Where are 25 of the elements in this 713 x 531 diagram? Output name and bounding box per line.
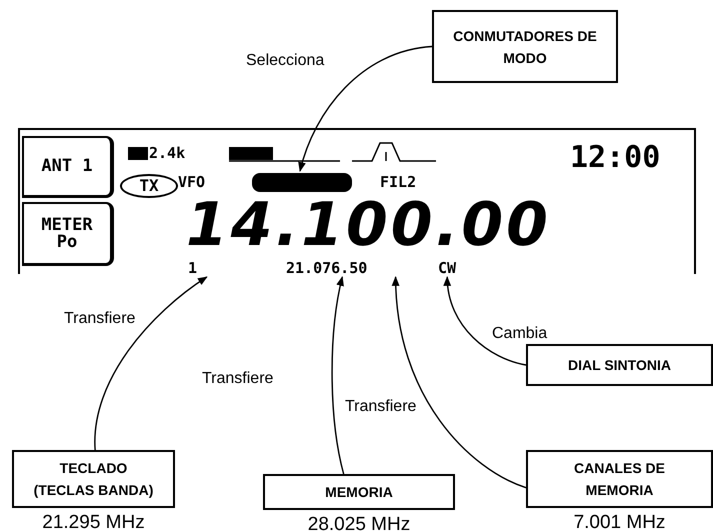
filter-readout: FIL2 [380, 174, 416, 191]
arrow [392, 276, 526, 488]
soft-key: ANT 1 [22, 136, 114, 198]
arrow [444, 276, 526, 366]
frequency-caption: 7.001 MHz [574, 512, 666, 531]
tx-indicator: TX [120, 174, 178, 198]
callout-box: CANALES DE MEMORIA [526, 450, 713, 508]
callout-box: CONMUTADORES DE MODO [432, 10, 618, 83]
frequency-caption: 28.025 MHz [308, 514, 410, 531]
callout-box: TECLADO (TECLAS BANDA) [12, 450, 175, 508]
arrow [298, 46, 432, 172]
arrow [94, 276, 208, 450]
clock-readout: 12:00 [570, 142, 660, 174]
callout-box: MEMORIA [263, 474, 455, 510]
mode-indicator-bar [252, 173, 352, 192]
callout-box: DIAL SINTONIA [526, 344, 713, 386]
frequency-caption: 21.295 MHz [42, 512, 145, 531]
display-readout: CW [438, 259, 470, 277]
arrow [331, 276, 344, 474]
frequency-readout: 14.100.00 [186, 194, 551, 256]
display-readout: 1 [188, 259, 204, 277]
soft-key: METER Po [22, 202, 114, 266]
display-readout: 21.076.50 [286, 259, 410, 277]
bandwidth-readout: 2.4k [149, 145, 186, 162]
vfo-readout: VFO [178, 174, 206, 191]
